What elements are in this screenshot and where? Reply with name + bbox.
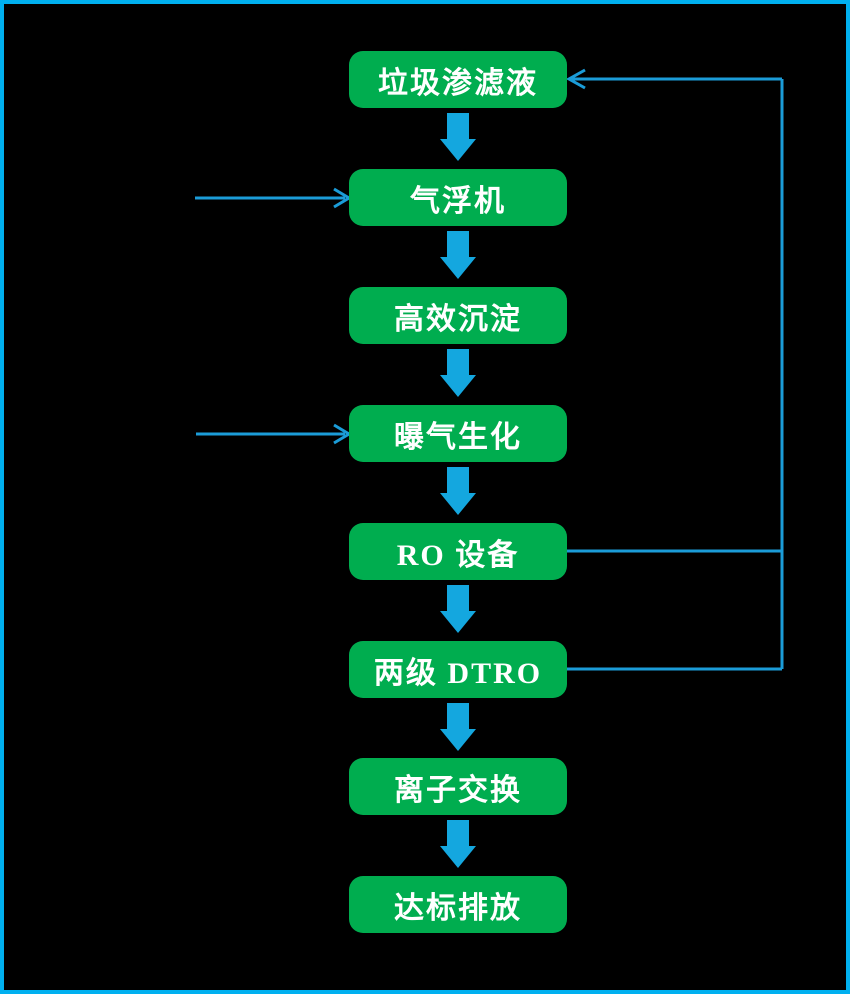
node-sedimentation-label: 高效沉淀 <box>394 302 522 336</box>
feedback-arrowhead-leachate <box>565 68 586 90</box>
down-arrow-4 <box>440 467 476 515</box>
node-aeration-bio: 曝气生化 <box>349 405 567 462</box>
down-arrow-7 <box>440 820 476 868</box>
node-dtro-label: 两级 DTRO <box>373 656 543 690</box>
down-arrow-2 <box>440 231 476 279</box>
node-discharge-label: 达标排放 <box>394 891 522 925</box>
node-ion-exchange: 离子交换 <box>349 758 567 815</box>
feedback-loop-line <box>566 77 784 671</box>
down-arrow-5 <box>440 585 476 633</box>
node-leachate: 垃圾渗滤液 <box>349 51 567 108</box>
node-dtro: 两级 DTRO <box>349 641 567 698</box>
down-arrow-1 <box>440 113 476 161</box>
node-sedimentation: 高效沉淀 <box>349 287 567 344</box>
node-air-flotation-label: 气浮机 <box>410 184 506 218</box>
down-arrow-6 <box>440 703 476 751</box>
node-ro-equipment-label: RO 设备 <box>396 538 520 572</box>
node-ro-equipment: RO 设备 <box>349 523 567 580</box>
node-discharge: 达标排放 <box>349 876 567 933</box>
down-arrow-3 <box>440 349 476 397</box>
node-leachate-label: 垃圾渗滤液 <box>378 66 538 100</box>
node-ion-exchange-label: 离子交换 <box>394 773 522 807</box>
node-air-flotation: 气浮机 <box>349 169 567 226</box>
node-aeration-bio-label: 曝气生化 <box>394 420 522 454</box>
